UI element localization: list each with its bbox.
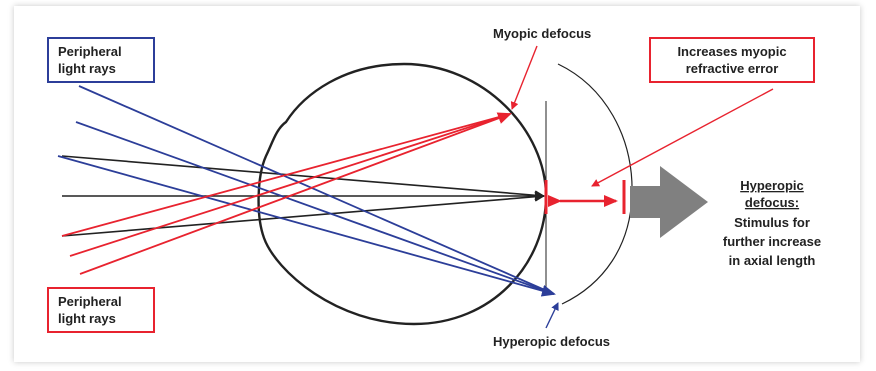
peripheral-top-line1: Peripheral <box>58 44 122 59</box>
eye-defocus-diagram: Peripheral light rays Peripheral light r… <box>47 26 821 349</box>
myopic-defocus-label: Myopic defocus <box>493 26 591 41</box>
diagram-frame: Peripheral light rays Peripheral light r… <box>14 6 860 362</box>
blue-ray-2 <box>75 121 555 295</box>
red-ray-2 <box>69 113 511 257</box>
central-ray-1 <box>61 155 545 201</box>
hyperopic-heading-line1: Hyperopic <box>740 178 804 193</box>
peripheral-bottom-box <box>47 287 155 333</box>
red-ray-3 <box>79 112 512 275</box>
peripheral-top-box <box>47 37 155 83</box>
gray-direction-arrow <box>630 166 708 238</box>
stimulus-line1: Stimulus for <box>734 215 810 230</box>
increases-myopic-box <box>649 37 815 83</box>
stimulus-line2: further increase <box>723 234 821 249</box>
blue-ray-1 <box>78 85 555 295</box>
peripheral-bottom-line1: Peripheral <box>58 294 122 309</box>
peripheral-bottom-line2: light rays <box>58 311 116 326</box>
eye-outline <box>257 62 548 326</box>
blue-ray-3 <box>57 155 556 297</box>
increases-line1: Increases myopic <box>677 44 786 59</box>
increases-line2: refractive error <box>686 61 779 76</box>
red-ray-1 <box>61 113 511 237</box>
central-ray-3 <box>61 191 545 237</box>
hyperopic-defocus-label: Hyperopic defocus <box>493 334 610 349</box>
stimulus-line3: in axial length <box>729 253 816 268</box>
hyperopic-heading-line2: defocus: <box>745 195 799 210</box>
peripheral-top-line2: light rays <box>58 61 116 76</box>
increases-pointer <box>591 88 774 187</box>
myopic-pointer <box>510 45 538 110</box>
hyperopic-pointer <box>545 302 559 329</box>
